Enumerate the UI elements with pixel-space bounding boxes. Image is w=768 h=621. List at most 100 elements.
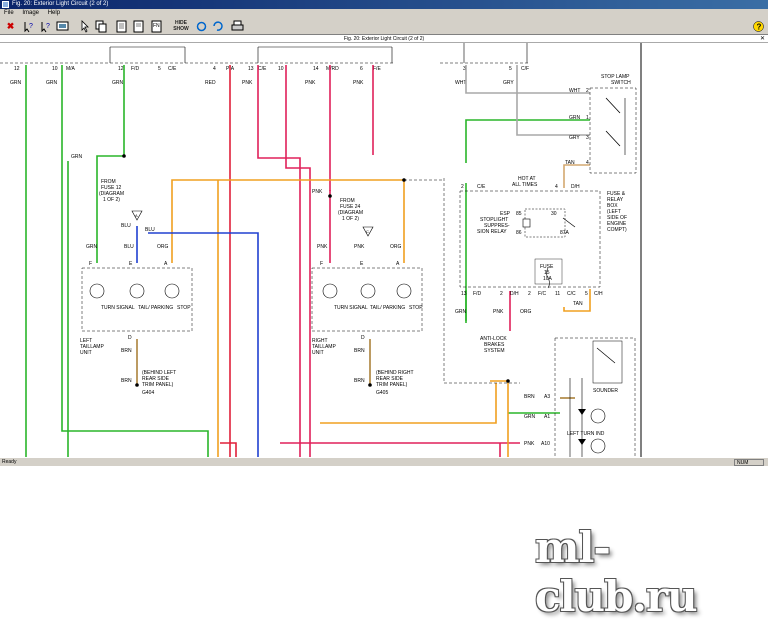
wire-color: GRN (71, 154, 83, 160)
pin-label: 6 (360, 66, 363, 72)
wire-color: PNK (242, 80, 253, 86)
title-bar: Fig. 20: Exterior Light Circuit (2 of 2) (0, 0, 768, 9)
pin-code: C/H (594, 291, 603, 297)
question-icon[interactable]: ? (752, 20, 765, 33)
gray-wires (465, 65, 590, 136)
document-icon[interactable] (132, 20, 145, 33)
ground-note: REAR SIDE (142, 376, 170, 382)
component-label: STOP LAMP (601, 74, 630, 80)
wire-color: WHT (569, 88, 580, 94)
bulb-label: TAIL/ PARKING (138, 305, 173, 311)
tan-wires (563, 164, 590, 188)
fuse-label: (DIAGRAM (99, 191, 124, 197)
pin-label: 3 (586, 135, 589, 141)
close-icon[interactable]: ✖ (6, 21, 15, 31)
pin-label: 5 (585, 291, 588, 297)
bulb-label: STOP (409, 305, 423, 311)
cursor-icon[interactable] (78, 20, 91, 33)
ground-id: G405 (376, 390, 388, 396)
fuse-label: 15 (544, 270, 550, 276)
component-label: SWITCH (611, 80, 631, 86)
brown-wires (136, 339, 575, 399)
monitor-icon[interactable] (56, 20, 69, 33)
status-bar: Ready NUM (0, 457, 768, 466)
ground-note: TRIM PANEL) (142, 382, 174, 388)
app-icon (2, 1, 9, 8)
pointer-help-icon[interactable]: ? (22, 20, 35, 33)
wire-color: GRN (86, 244, 98, 250)
pin-code: C/E (168, 66, 177, 72)
pin-label: 12 (118, 66, 124, 72)
pin-label: 2 (461, 184, 464, 190)
rotate-icon[interactable] (195, 20, 208, 33)
wire-color: GRN (569, 115, 581, 121)
pin-label: 13 (248, 66, 254, 72)
num-lock-indicator: NUM (734, 459, 764, 466)
menu-file[interactable]: File (4, 10, 14, 16)
app-window: Fig. 20: Exterior Light Circuit (2 of 2)… (0, 0, 768, 466)
printer-icon[interactable] (231, 20, 244, 33)
menu-image[interactable]: Image (22, 10, 40, 16)
wire-color: GRN (524, 414, 536, 420)
pin-code: C/F (521, 66, 529, 72)
ground-note: (BEHIND LEFT (142, 370, 176, 376)
print-preview-icon[interactable] (115, 20, 128, 33)
hide-show-button[interactable]: HIDE SHOW (173, 20, 189, 32)
relay-label: SION RELAY (477, 229, 507, 235)
unit-label: TAILLAMP (312, 344, 336, 350)
wire-color: BLU (121, 223, 131, 229)
pin-label: F (320, 261, 323, 267)
pin-label: 4 (586, 160, 589, 166)
pin-code: M/A (66, 66, 76, 72)
wire-color: GRN (10, 80, 22, 86)
wire-color: TAN (573, 301, 583, 307)
dashed-boxes (81, 178, 636, 457)
document-title-bar: Fig. 20: Exterior Light Circuit (2 of 2)… (0, 35, 768, 43)
pin-label: 5 (158, 66, 161, 72)
svg-text:?: ? (757, 23, 762, 32)
diagram-canvas[interactable]: 12 10 M/A 12 F/D 5 C/E 4 P/A 13 C/E 10 1… (0, 43, 768, 457)
wire-color: ORG (390, 244, 402, 250)
pin-label: E (360, 261, 364, 267)
fuse-label: FROM (340, 198, 355, 204)
refresh-icon[interactable] (211, 20, 224, 33)
fuse-label: FUSE (540, 264, 554, 270)
fuse-label: 1 OF 2) (342, 216, 359, 222)
copy-icon[interactable] (95, 20, 108, 33)
wire-color: GRN (455, 309, 467, 315)
wire-color: PNK (305, 80, 316, 86)
component-label: (LEFT (607, 209, 621, 215)
ground-note: TRIM PANEL) (376, 382, 408, 388)
find-icon[interactable]: FN (150, 20, 163, 33)
status-text: Ready (2, 459, 17, 465)
context-help-icon[interactable]: ? (39, 20, 52, 33)
left-bulbs (89, 283, 412, 299)
wire-color: BRN (121, 378, 132, 384)
pin-label: 12 (14, 66, 20, 72)
wire-color: BRN (524, 394, 535, 400)
pin-label: 11 (555, 291, 560, 297)
svg-text:?: ? (29, 23, 33, 30)
wire-color: ORG (520, 309, 532, 315)
unit-label: UNIT (80, 350, 92, 356)
pin-label: D (128, 335, 132, 341)
component-label: ENGINE (607, 221, 627, 227)
wire-color: TAN (565, 160, 575, 166)
pin-label: 10 (278, 66, 284, 72)
menu-help[interactable]: Help (47, 10, 61, 16)
component-label: SIDE OF (607, 215, 627, 221)
junction-dots (122, 154, 510, 387)
pin-label: D (361, 335, 365, 341)
wire-color: BLU (124, 244, 134, 250)
pin-label: F (89, 261, 92, 267)
fuse-label: FUSE 24 (340, 204, 361, 210)
relay-label: STOPLIGHT (480, 217, 508, 223)
pin-code: D/H (571, 184, 580, 190)
relay-label: ESP (500, 211, 511, 217)
pin-label: A10 (541, 441, 550, 447)
document-close-icon[interactable]: ✕ (759, 36, 765, 42)
wire-color: BRN (354, 348, 365, 354)
pin-label: A (396, 261, 400, 267)
fuse-label: 10A (543, 276, 553, 282)
fuse-label: (DIAGRAM (338, 210, 363, 216)
